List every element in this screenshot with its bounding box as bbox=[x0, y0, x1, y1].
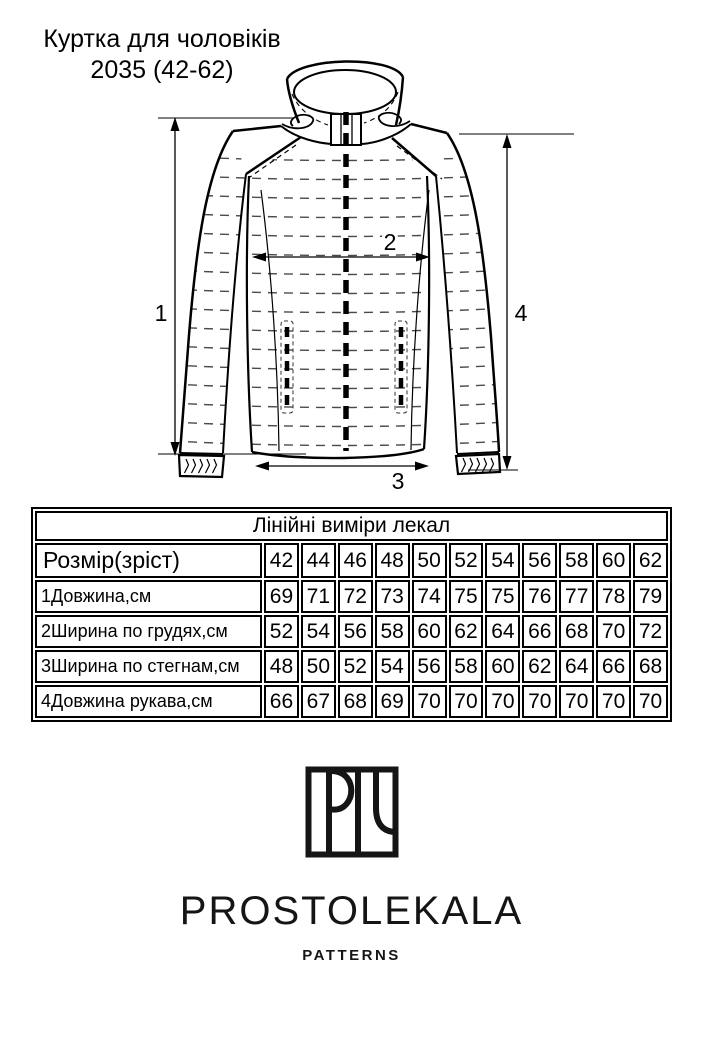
value-cell: 52 bbox=[264, 615, 299, 648]
value-cell: 58 bbox=[374, 615, 410, 648]
brand-name: PROSTOLEKALA bbox=[179, 889, 524, 933]
size-cell: 56 bbox=[522, 543, 558, 578]
measurement-row-length: 1Довжина,см 69 71 72 73 74 75 75 76 77 7… bbox=[35, 580, 668, 613]
value-cell: 66 bbox=[596, 650, 632, 683]
row-label: 1Довжина,см bbox=[35, 580, 262, 613]
value-cell: 66 bbox=[522, 615, 558, 648]
value-cell: 50 bbox=[300, 650, 336, 683]
value-cell: 70 bbox=[559, 685, 595, 718]
value-cell: 77 bbox=[559, 580, 595, 613]
table-header-row: Лінійні виміри лекал bbox=[35, 511, 668, 541]
model-number: 2035 (42-62) bbox=[90, 56, 234, 84]
value-cell: 70 bbox=[448, 685, 484, 718]
princess-seam-left bbox=[260, 189, 280, 452]
measure-sleeve bbox=[459, 133, 574, 471]
value-cell: 73 bbox=[374, 580, 410, 613]
value-cell: 68 bbox=[337, 685, 373, 718]
value-cell: 56 bbox=[411, 650, 447, 683]
cuff-left bbox=[177, 453, 226, 479]
value-cell: 67 bbox=[300, 685, 336, 718]
value-cell: 70 bbox=[411, 685, 447, 718]
size-cell: 54 bbox=[485, 543, 521, 578]
prostolekala-logo-icon bbox=[305, 766, 398, 858]
measure-label-length: 1 bbox=[155, 300, 168, 326]
size-cell: 48 bbox=[374, 543, 410, 578]
value-cell: 54 bbox=[300, 615, 336, 648]
value-cell: 60 bbox=[485, 650, 521, 683]
measure-label-hip: 3 bbox=[392, 468, 405, 494]
size-cell: 50 bbox=[411, 543, 447, 578]
product-name: Куртка для чоловіків bbox=[43, 25, 281, 53]
brand-block: PROSTOLEKALA PATTERNS bbox=[0, 766, 703, 964]
collar-opening bbox=[293, 69, 397, 115]
size-cell: 42 bbox=[264, 543, 299, 578]
measure-label-sleeve: 4 bbox=[515, 300, 528, 326]
collar-wrap-right bbox=[377, 111, 411, 127]
brand-subtitle: PATTERNS bbox=[302, 947, 401, 964]
measurement-row-hip: 3Ширина по стегнам,см 48 50 52 54 56 58 … bbox=[35, 650, 668, 683]
row-label: 4Довжина рукава,см bbox=[35, 685, 262, 718]
value-cell: 70 bbox=[633, 685, 668, 718]
value-cell: 52 bbox=[337, 650, 373, 683]
value-cell: 70 bbox=[596, 685, 632, 718]
size-cell: 46 bbox=[337, 543, 373, 578]
page-title: Куртка для чоловіків 2035 (42-62) bbox=[28, 24, 296, 86]
measurement-row-sleeve: 4Довжина рукава,см 66 67 68 69 70 70 70 … bbox=[35, 685, 668, 718]
measure-label-chest: 2 bbox=[384, 229, 397, 255]
value-cell: 76 bbox=[522, 580, 558, 613]
value-cell: 62 bbox=[448, 615, 484, 648]
jacket-body bbox=[245, 175, 431, 460]
value-cell: 64 bbox=[559, 650, 595, 683]
measurement-row-chest: 2Ширина по грудях,см 52 54 56 58 60 62 6… bbox=[35, 615, 668, 648]
measure-hip bbox=[255, 461, 429, 471]
value-cell: 48 bbox=[264, 650, 299, 683]
size-cell: 58 bbox=[559, 543, 595, 578]
value-cell: 62 bbox=[522, 650, 558, 683]
raglan-seams bbox=[232, 122, 448, 180]
measure-chest bbox=[252, 252, 430, 262]
value-cell: 69 bbox=[374, 685, 410, 718]
size-cell: 62 bbox=[633, 543, 668, 578]
value-cell: 68 bbox=[633, 650, 668, 683]
value-cell: 69 bbox=[264, 580, 299, 613]
measurements-table: Лінійні виміри лекал Розмір(зріст) 42 44… bbox=[31, 507, 672, 722]
value-cell: 58 bbox=[448, 650, 484, 683]
pocket-right bbox=[394, 320, 408, 414]
value-cell: 79 bbox=[633, 580, 668, 613]
value-cell: 72 bbox=[337, 580, 373, 613]
value-cell: 60 bbox=[411, 615, 447, 648]
size-row: Розмір(зріст) 42 44 46 48 50 52 54 56 58… bbox=[35, 543, 668, 578]
size-cell: 60 bbox=[596, 543, 632, 578]
value-cell: 64 bbox=[485, 615, 521, 648]
right-sleeve bbox=[435, 132, 501, 455]
value-cell: 66 bbox=[264, 685, 299, 718]
cuff-right bbox=[454, 452, 502, 476]
jacket-technical-drawing: 1 4 2 3 bbox=[155, 60, 574, 494]
value-cell: 75 bbox=[485, 580, 521, 613]
princess-seam-right bbox=[410, 189, 430, 451]
value-cell: 72 bbox=[633, 615, 668, 648]
value-cell: 54 bbox=[374, 650, 410, 683]
size-cell: 52 bbox=[448, 543, 484, 578]
value-cell: 78 bbox=[596, 580, 632, 613]
value-cell: 68 bbox=[559, 615, 595, 648]
size-cell: 44 bbox=[300, 543, 336, 578]
measure-length bbox=[158, 117, 306, 456]
value-cell: 70 bbox=[596, 615, 632, 648]
value-cell: 56 bbox=[337, 615, 373, 648]
size-row-label: Розмір(зріст) bbox=[35, 543, 262, 578]
quilting-lines bbox=[180, 155, 499, 447]
value-cell: 70 bbox=[522, 685, 558, 718]
pocket-left bbox=[280, 320, 294, 414]
table-title: Лінійні виміри лекал bbox=[35, 511, 668, 541]
value-cell: 70 bbox=[485, 685, 521, 718]
row-label: 2Ширина по грудях,см bbox=[35, 615, 262, 648]
value-cell: 74 bbox=[411, 580, 447, 613]
value-cell: 75 bbox=[448, 580, 484, 613]
collar-wrap-left bbox=[281, 113, 315, 130]
value-cell: 71 bbox=[300, 580, 336, 613]
row-label: 3Ширина по стегнам,см bbox=[35, 650, 262, 683]
